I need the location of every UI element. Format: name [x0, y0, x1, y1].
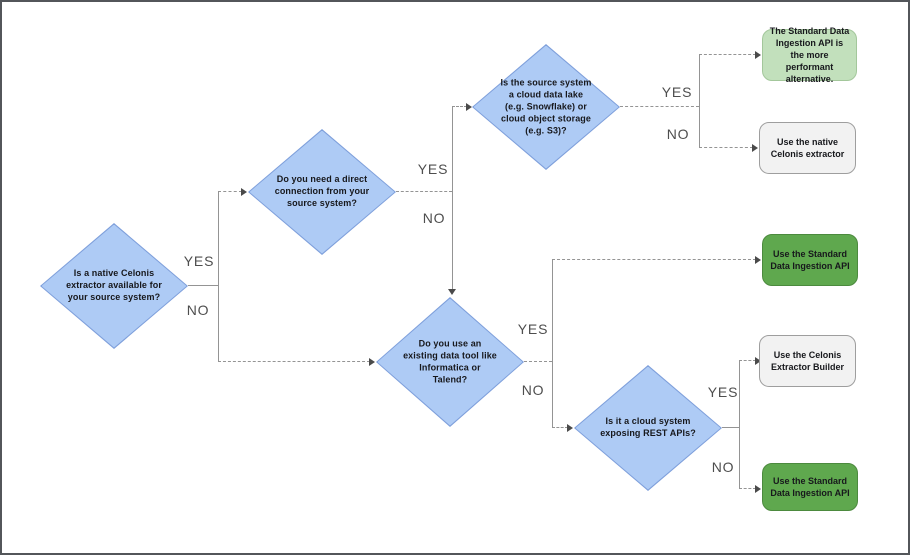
connector-d1-branch: [218, 192, 219, 362]
outcome-native-extractor: Use the native Celonis extractor: [759, 122, 856, 174]
outcome-label: Use the Standard Data Ingestion API: [770, 475, 850, 498]
edge-label-yes-1: YES: [183, 253, 215, 269]
decision-cloud-rest-apis: Is it a cloud system exposing REST APIs?: [574, 365, 722, 491]
decision-cloud-data-lake: Is the source system a cloud data lake (…: [472, 44, 620, 170]
arrowhead-to-d2: [241, 188, 247, 196]
decision-direct-connection: Do you need a direct connection from you…: [248, 129, 396, 255]
arrowhead-to-outcome-e: [755, 485, 761, 493]
edge-label-yes-5: YES: [707, 384, 739, 400]
arrowhead-to-outcome-d: [755, 357, 761, 365]
connector-d5-yes: [739, 360, 756, 361]
outcome-label: Use the native Celonis extractor: [770, 136, 845, 159]
connector-d1-stub: [188, 285, 218, 286]
outcome-label: The Standard Data Ingestion API is the m…: [769, 25, 850, 85]
arrowhead-to-d4-top: [448, 289, 456, 295]
decision-label: Do you need a direct connection from you…: [274, 174, 370, 208]
edge-label-no-3: NO: [666, 126, 690, 142]
connector-d2-yes: [452, 106, 467, 107]
connector-d5-stub: [722, 427, 739, 428]
connector-d3-stub: [620, 106, 699, 107]
connector-d1-yes: [218, 191, 242, 192]
connector-d2-stub: [396, 191, 452, 192]
connector-d5-no: [739, 488, 756, 489]
decision-label: Is a native Celonis extractor available …: [66, 268, 162, 302]
outcome-sdi-performant: The Standard Data Ingestion API is the m…: [762, 26, 857, 84]
connector-d4-yes: [552, 259, 756, 260]
arrowhead-to-outcome-a: [755, 51, 761, 59]
outcome-label: Use the Celonis Extractor Builder: [770, 349, 845, 372]
connector-d5-branch: [739, 361, 740, 489]
edge-label-yes-4: YES: [517, 321, 549, 337]
connector-d3-no: [699, 147, 753, 148]
outcome-extractor-builder: Use the Celonis Extractor Builder: [759, 335, 856, 387]
connector-d4-stub: [524, 361, 552, 362]
connector-d3-branch: [699, 55, 700, 148]
outcome-label: Use the Standard Data Ingestion API: [770, 248, 850, 271]
connector-d3-yes: [699, 54, 756, 55]
decision-existing-data-tool: Do you use an existing data tool like In…: [376, 297, 524, 427]
connector-d4-branch: [552, 260, 553, 428]
decision-native-extractor: Is a native Celonis extractor available …: [40, 223, 188, 349]
edge-label-yes-2: YES: [417, 161, 449, 177]
decision-label: Is it a cloud system exposing REST APIs?: [600, 416, 696, 438]
edge-label-yes-3: YES: [661, 84, 693, 100]
edge-label-no-2: NO: [422, 210, 446, 226]
decision-label: Is the source system a cloud data lake (…: [500, 77, 592, 135]
connector-d1-no: [218, 361, 370, 362]
outcome-sdi-noncloud: Use the Standard Data Ingestion API: [762, 463, 858, 511]
arrowhead-to-outcome-b: [752, 144, 758, 152]
arrowhead-to-d4-left: [369, 358, 375, 366]
outcome-sdi-direct: Use the Standard Data Ingestion API: [762, 234, 858, 286]
edge-label-no-4: NO: [521, 382, 545, 398]
arrowhead-to-d3: [466, 103, 472, 111]
edge-label-no-1: NO: [186, 302, 210, 318]
arrowhead-to-d5: [567, 424, 573, 432]
connector-d4-no: [552, 427, 568, 428]
arrowhead-to-outcome-c: [755, 256, 761, 264]
connector-d2-branch: [452, 107, 453, 289]
decision-label: Do you use an existing data tool like In…: [403, 338, 497, 384]
edge-label-no-5: NO: [711, 459, 735, 475]
